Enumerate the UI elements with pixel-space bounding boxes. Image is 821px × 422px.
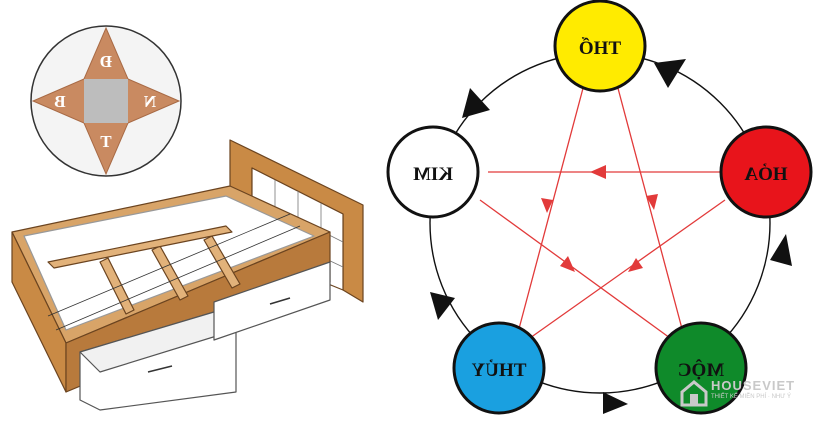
bed-cross-rail (47, 225, 233, 269)
bed (11, 139, 364, 411)
compass-center (84, 79, 128, 123)
control-arrows (541, 165, 658, 272)
cycle-arrows (430, 59, 792, 414)
watermark-slogan: THIẾT KẾ MIỄN PHÍ · NHƯ Ý (711, 394, 792, 400)
element-label-hoa: HỎA (744, 163, 788, 185)
dimension-lines (47, 213, 301, 331)
cycle-arrow-left-top (462, 88, 490, 118)
element-circle (553, 0, 647, 93)
element-label-moc: MỘC (678, 359, 724, 381)
element-circle (719, 125, 813, 219)
watermark-brand: HOUSEVIET (711, 378, 796, 393)
drawer-right (213, 261, 331, 341)
element-node-right: HỎA (719, 125, 813, 219)
cycle-arrow-right-bottom (770, 234, 792, 266)
element-node-bottom-left: THỦY (452, 321, 546, 415)
element-node-left: KIM (386, 125, 480, 219)
cycle-arrow-bottom (603, 392, 628, 414)
watermark: HOUSEVIET THIẾT KẾ MIỄN PHÍ · NHƯ Ý (677, 374, 817, 414)
element-node-bottom-right: MỘC (654, 321, 748, 415)
element-circle (452, 321, 546, 415)
house-logo-icon (680, 380, 708, 407)
element-label-thuy: THỦY (471, 359, 526, 381)
compass-label-left: B (54, 92, 65, 111)
element-label-tho: THỔ (579, 37, 621, 59)
cycle-arrow-right-top (654, 59, 686, 88)
element-label-kim: KIM (413, 164, 453, 185)
element-circle (386, 125, 480, 219)
compass-label-top: Đ (100, 52, 112, 71)
drawer-handle (147, 365, 173, 373)
drawer-handle (269, 297, 291, 305)
element-node-top: THỔ (553, 0, 647, 93)
control-star (479, 76, 727, 341)
compass: Đ B N T (30, 25, 182, 177)
compass-label-bottom: T (100, 132, 112, 151)
cycle-arrow-left-bottom (430, 292, 455, 320)
compass-label-right: N (143, 92, 156, 111)
element-circle (654, 321, 748, 415)
